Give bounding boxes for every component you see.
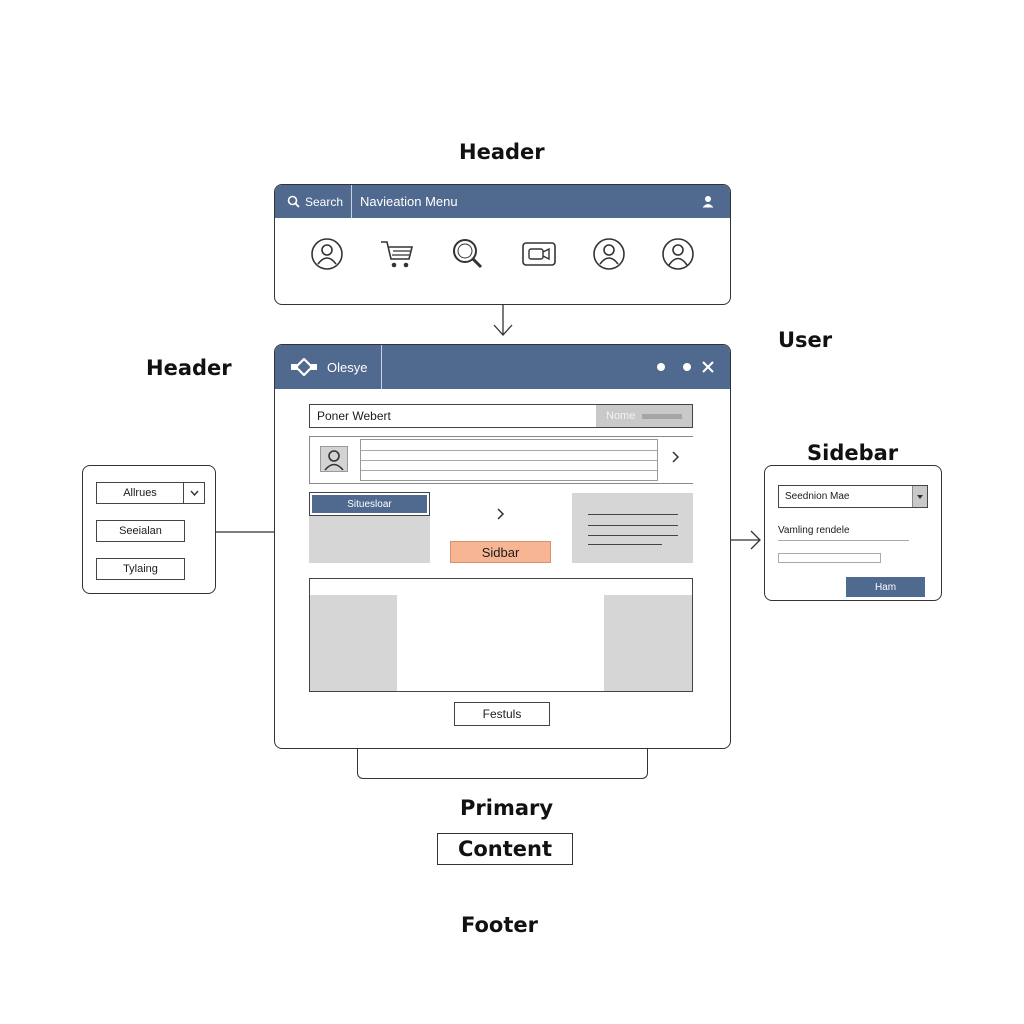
primary-label: Primary bbox=[460, 796, 554, 820]
search-button[interactable]: Search bbox=[275, 185, 353, 218]
user-circle-icon[interactable] bbox=[661, 237, 695, 271]
right-field-label: Vamling rendele bbox=[778, 525, 850, 536]
search-label: Search bbox=[305, 194, 344, 209]
footer-label: Footer bbox=[461, 913, 538, 937]
content-label-box: Content bbox=[437, 833, 573, 865]
window-title-bar: Olesye bbox=[275, 345, 730, 389]
right-panel: Seednion Mae Vamling rendele Ham bbox=[764, 465, 942, 601]
right-select-toggle[interactable] bbox=[912, 486, 927, 507]
magnifier-icon[interactable] bbox=[450, 236, 486, 272]
right-select-value: Seednion Mae bbox=[785, 491, 850, 502]
header-top-label: Header bbox=[459, 140, 545, 164]
navigation-bar: Search Navieation Menu bbox=[275, 185, 730, 218]
close-icon[interactable] bbox=[702, 361, 714, 373]
minimize-dot-icon[interactable] bbox=[657, 363, 665, 371]
navigation-menu-label[interactable]: Navieation Menu bbox=[360, 194, 458, 209]
filter-select[interactable]: Allrues bbox=[96, 482, 205, 504]
address-button[interactable]: Nome bbox=[596, 405, 692, 427]
tag-frame: Situesloar bbox=[309, 492, 430, 516]
caret-down-icon bbox=[917, 494, 923, 499]
right-select[interactable]: Seednion Mae bbox=[778, 485, 928, 508]
right-field-input[interactable] bbox=[778, 553, 881, 563]
content-label: Content bbox=[457, 837, 553, 861]
avatar bbox=[320, 446, 348, 472]
logo-icon bbox=[291, 358, 317, 376]
left-panel-button-1[interactable]: Seeialan bbox=[96, 520, 185, 542]
profile-row bbox=[309, 436, 693, 484]
window-title: Olesye bbox=[327, 359, 368, 375]
tag-label[interactable]: Situesloar bbox=[312, 495, 427, 513]
chevron-right-icon[interactable] bbox=[672, 451, 680, 463]
sidebar-button[interactable]: Sidbar bbox=[450, 541, 551, 563]
cart-icon[interactable] bbox=[379, 237, 415, 271]
user-icon[interactable] bbox=[702, 195, 714, 208]
content-right-column bbox=[604, 595, 692, 691]
card-left: Situesloar bbox=[309, 492, 430, 563]
user-circle-icon[interactable] bbox=[310, 237, 344, 271]
user-label: User bbox=[778, 328, 833, 352]
chevron-right-icon[interactable] bbox=[497, 508, 505, 520]
video-icon[interactable] bbox=[521, 239, 557, 269]
window-brand: Olesye bbox=[275, 345, 382, 389]
left-panel: Allrues Seeialan Tylaing bbox=[82, 465, 216, 594]
address-button-label: Nome bbox=[606, 410, 636, 422]
footer-button[interactable]: Festuls bbox=[454, 702, 550, 726]
search-icon bbox=[287, 195, 300, 208]
main-window: Olesye Poner Webert Nome bbox=[274, 344, 731, 749]
card-right bbox=[572, 493, 693, 563]
chevron-down-icon bbox=[189, 490, 199, 496]
content-area bbox=[309, 578, 693, 692]
icon-row bbox=[275, 218, 730, 290]
user-circle-icon[interactable] bbox=[592, 237, 626, 271]
filter-select-toggle[interactable] bbox=[184, 483, 204, 503]
address-bar[interactable]: Poner Webert Nome bbox=[309, 404, 693, 428]
address-input[interactable]: Poner Webert bbox=[317, 409, 391, 423]
address-button-bar bbox=[642, 414, 682, 419]
submit-button[interactable]: Ham bbox=[846, 577, 925, 597]
footer-panel bbox=[357, 745, 648, 779]
maximize-dot-icon[interactable] bbox=[683, 363, 691, 371]
content-left-column bbox=[310, 595, 397, 691]
right-field-divider bbox=[778, 540, 909, 541]
header-left-label: Header bbox=[146, 356, 232, 380]
profile-lines bbox=[360, 439, 658, 481]
navigation-panel: Search Navieation Menu bbox=[274, 184, 731, 305]
avatar-icon bbox=[324, 450, 344, 471]
left-panel-button-2[interactable]: Tylaing bbox=[96, 558, 185, 580]
filter-select-value: Allrues bbox=[97, 483, 184, 503]
sidebar-label: Sidebar bbox=[807, 441, 899, 465]
